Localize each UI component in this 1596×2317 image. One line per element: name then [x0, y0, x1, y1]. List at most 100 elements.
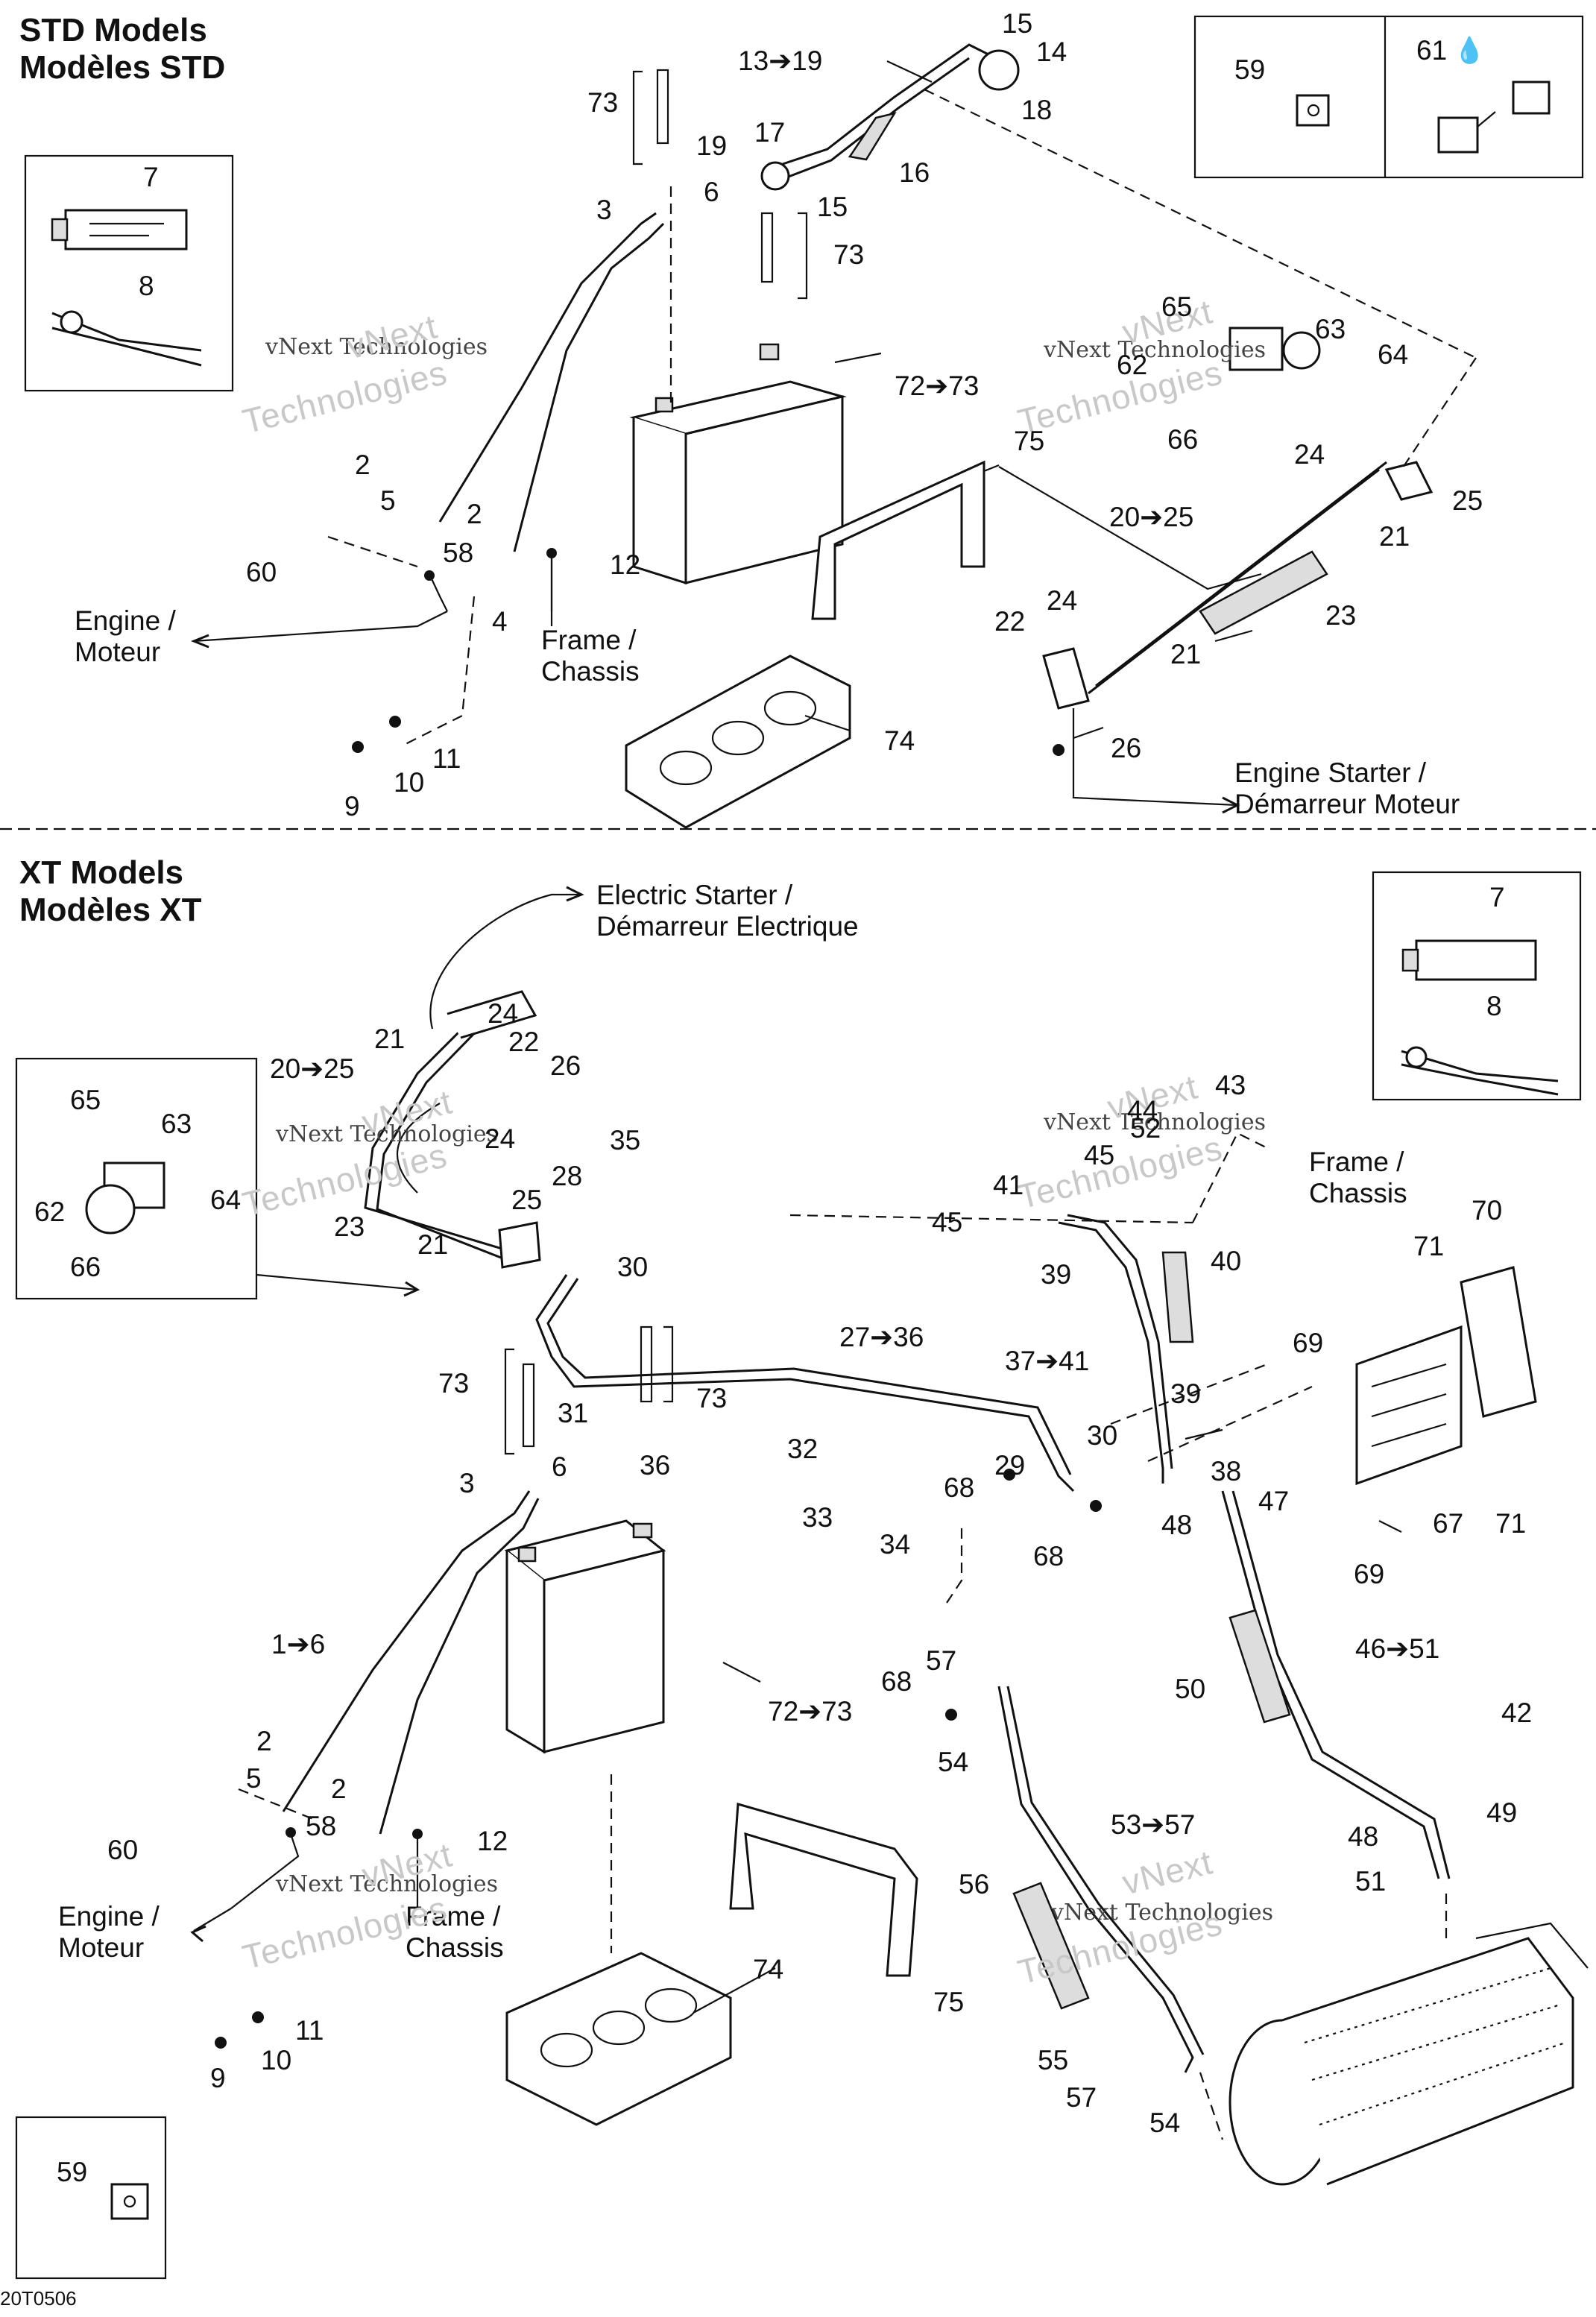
callout-number: 2 — [331, 1774, 347, 1804]
callout-number: 73 — [438, 1368, 470, 1399]
xt-starter-motor — [1228, 1922, 1589, 2186]
callout-number: 8 — [139, 271, 154, 301]
leader-lines — [693, 60, 1402, 2014]
callout-number: 62 — [34, 1197, 66, 1227]
callout-number: 20➔25 — [1109, 502, 1194, 532]
callout-number: 2 — [467, 499, 482, 529]
callout-number: 21 — [1170, 639, 1202, 669]
std-section-title-fr: Modèles STD — [19, 49, 226, 86]
callout-number: 54 — [938, 1747, 969, 1777]
std-relay-62 — [1228, 327, 1321, 371]
xt-positive-cable-27 — [535, 1274, 1075, 1492]
callout-number: 12 — [477, 1826, 508, 1856]
callout-number: 57 — [926, 1645, 957, 1676]
callout-number: 69 — [1354, 1559, 1385, 1589]
callout-number: 13➔19 — [738, 45, 823, 76]
xt-hold-down-75 — [729, 1803, 918, 1977]
callout-number: 73 — [833, 239, 865, 270]
callout-number: 6 — [704, 177, 719, 207]
oil-drop-icon: 💧 — [1454, 37, 1486, 65]
reference-code: 20T0506 — [0, 2287, 77, 2310]
callout-number: 10 — [261, 2045, 292, 2075]
xt-relay-62 — [85, 1161, 165, 1235]
callout-number: 17 — [754, 117, 786, 148]
callout-number: 23 — [334, 1211, 365, 1242]
callout-number: 48 — [1348, 1821, 1379, 1852]
xt-grease-tube-icon — [1401, 939, 1537, 981]
xt-electric-starter-note: Electric Starter / — [596, 880, 793, 910]
xt-tool-box — [1372, 871, 1582, 1101]
xt-cable-37 — [1058, 1221, 1164, 1484]
callout-number: 22 — [994, 606, 1026, 637]
callout-number: 6 — [552, 1451, 567, 1482]
xt-sleeve-40 — [1161, 1251, 1194, 1343]
callout-number: 14 — [1036, 37, 1067, 67]
callout-number: 64 — [210, 1185, 242, 1215]
callout-number: 2 — [355, 450, 370, 480]
callout-number: 73 — [696, 1383, 728, 1413]
callout-number: 44 — [1127, 1095, 1158, 1126]
callout-number: 51 — [1355, 1866, 1387, 1897]
std-frame-note: Frame / — [541, 625, 637, 655]
callout-number: 34 — [880, 1529, 911, 1560]
xt-cable-53 — [997, 1686, 1194, 2073]
callout-number: 10 — [394, 767, 425, 798]
callout-number: 35 — [610, 1125, 641, 1156]
xt-sleeve-50 — [1228, 1609, 1291, 1724]
xt-frame-bottom-note: Frame / — [406, 1901, 501, 1932]
callout-number: 25 — [511, 1185, 543, 1215]
callout-number: 5 — [380, 485, 396, 516]
xt-sleeve-56 — [1012, 1882, 1090, 2010]
callout-number: 56 — [959, 1869, 990, 1900]
std-hold-down-75 — [811, 460, 985, 620]
std-sleeve-23 — [1199, 550, 1328, 635]
watermark-text: vNext Technologies — [1051, 1900, 1274, 1926]
grease-tube-icon — [51, 209, 188, 250]
callout-number: 39 — [1041, 1259, 1072, 1290]
callout-number: 64 — [1378, 339, 1409, 370]
callout-number: 18 — [1021, 95, 1053, 125]
callout-number: 57 — [1066, 2082, 1097, 2113]
callout-number: 37➔41 — [1005, 1346, 1090, 1376]
callout-number: 3 — [459, 1468, 475, 1498]
callout-number: 60 — [107, 1835, 139, 1865]
watermark-text: vNext Technologies — [1044, 1109, 1267, 1135]
callout-number: 50 — [1175, 1674, 1206, 1704]
callout-number: 53➔57 — [1111, 1809, 1196, 1840]
xt-frame-bottom-note-fr: Chassis — [406, 1932, 504, 1963]
callout-number: 60 — [246, 557, 277, 587]
callout-number: 3 — [596, 195, 612, 225]
std-tool-box — [24, 154, 234, 392]
callout-number: 68 — [944, 1472, 975, 1503]
callout-number: 72➔73 — [768, 1696, 853, 1727]
callout-number: 70 — [1472, 1195, 1503, 1226]
callout-number: 45 — [1084, 1140, 1115, 1170]
xt-engine-note: Engine / — [58, 1901, 160, 1932]
callout-number: 58 — [443, 538, 474, 568]
callout-number: 24 — [488, 998, 519, 1029]
xt-relay-box — [15, 1057, 258, 1300]
std-starter-note: Engine Starter / — [1234, 757, 1427, 788]
callout-number: 43 — [1215, 1070, 1246, 1100]
xt-solenoid-67 — [1355, 1266, 1537, 1486]
callout-number: 65 — [70, 1085, 101, 1115]
callout-number: 9 — [210, 2063, 226, 2093]
callout-number: 58 — [306, 1811, 337, 1841]
callout-number: 65 — [1161, 291, 1193, 322]
callout-number: 9 — [344, 791, 360, 822]
std-frame-note-fr: Chassis — [541, 656, 640, 687]
callout-number: 4 — [492, 606, 508, 637]
callout-number: 29 — [994, 1450, 1026, 1481]
callout-number: 5 — [246, 1763, 262, 1794]
callout-number: 38 — [1211, 1456, 1242, 1487]
callout-number: 63 — [161, 1109, 192, 1139]
std-section-title: STD Models — [19, 12, 207, 48]
callout-number: 41 — [993, 1170, 1024, 1200]
xt-crimping-pliers-icon — [1401, 1046, 1559, 1096]
callout-number: 40 — [1211, 1246, 1242, 1276]
callout-number: 46➔51 — [1355, 1633, 1440, 1664]
callout-number: 26 — [550, 1050, 581, 1081]
callout-number: 31 — [558, 1398, 589, 1428]
xt-battery-shape — [504, 1519, 666, 1754]
